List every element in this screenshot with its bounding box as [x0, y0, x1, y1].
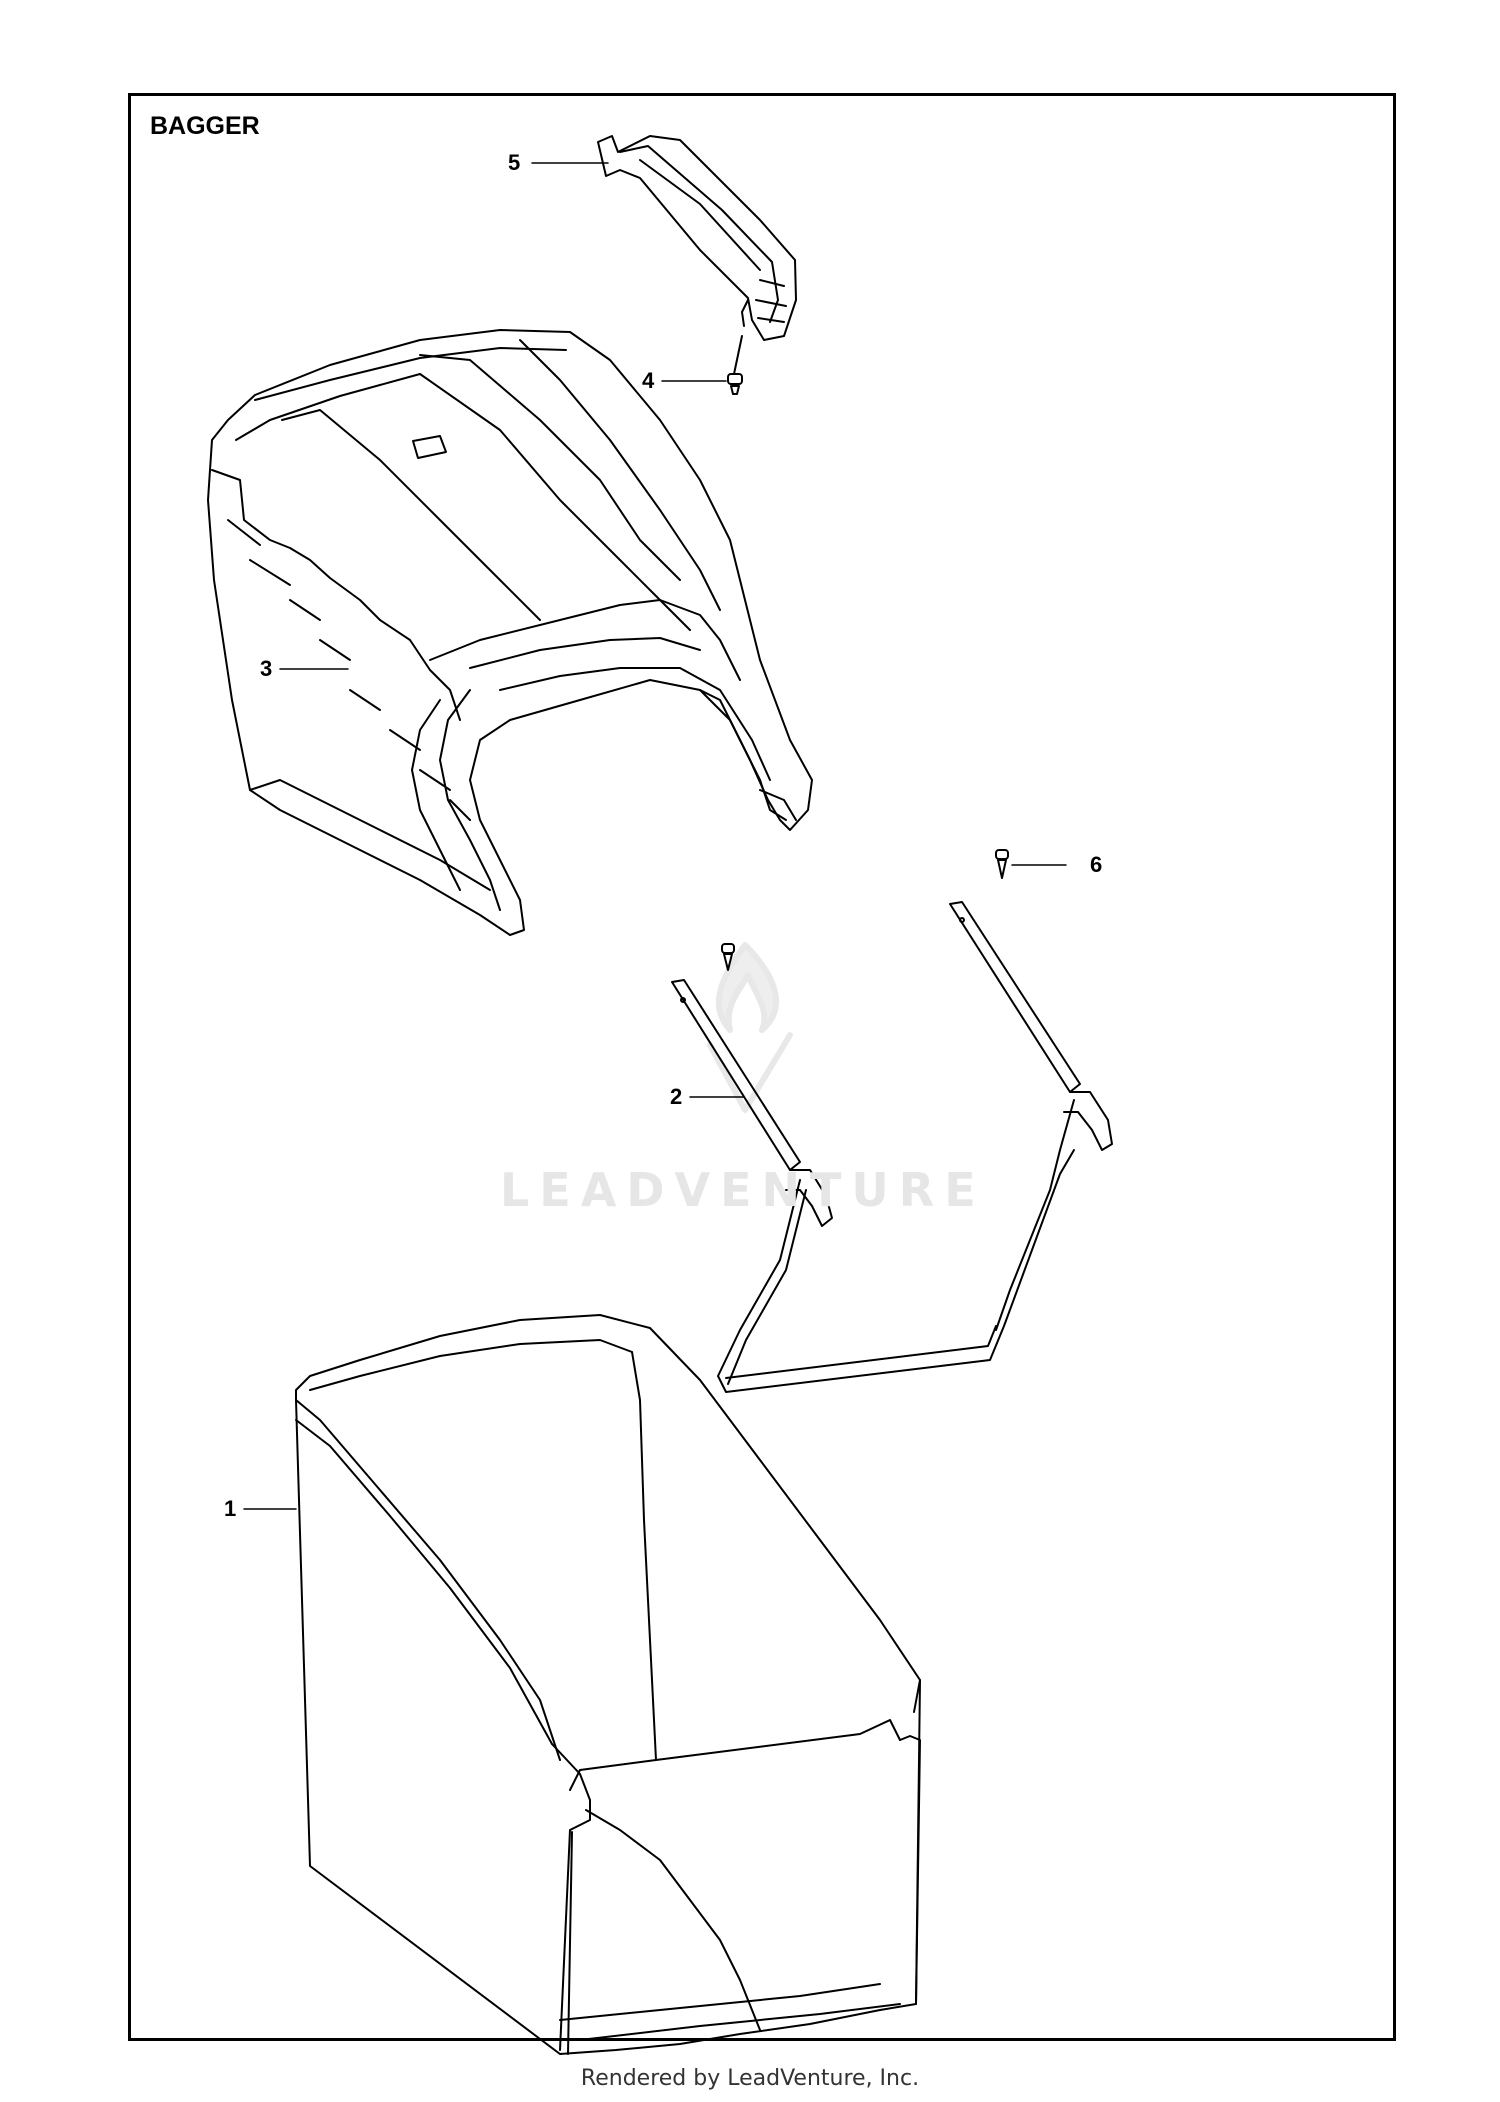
watermark-logo — [707, 942, 793, 1113]
part-6-screw — [995, 849, 1009, 879]
part-3-bagger-cover — [207, 329, 813, 936]
part-5-handle-grip — [597, 135, 797, 341]
part-2-bag-frame — [671, 901, 1113, 1393]
callout-2[interactable]: 2 — [670, 1084, 683, 1109]
diagram-frame — [128, 93, 1396, 2041]
part-1-grass-bag — [295, 1314, 921, 2055]
callout-6[interactable]: 6 — [1090, 852, 1103, 877]
watermark-text: LEADVENTURE — [500, 1163, 986, 1217]
callout-1[interactable]: 1 — [224, 1496, 237, 1521]
footer-credit: Rendered by LeadVenture, Inc. — [580, 2066, 920, 2091]
callout-4[interactable]: 4 — [642, 368, 655, 393]
part-6-screw-2 — [721, 943, 735, 971]
part-4-screw — [727, 335, 743, 395]
callout-5[interactable]: 5 — [508, 150, 521, 175]
callout-3[interactable]: 3 — [260, 656, 273, 681]
diagram-title: BAGGER — [150, 112, 260, 140]
